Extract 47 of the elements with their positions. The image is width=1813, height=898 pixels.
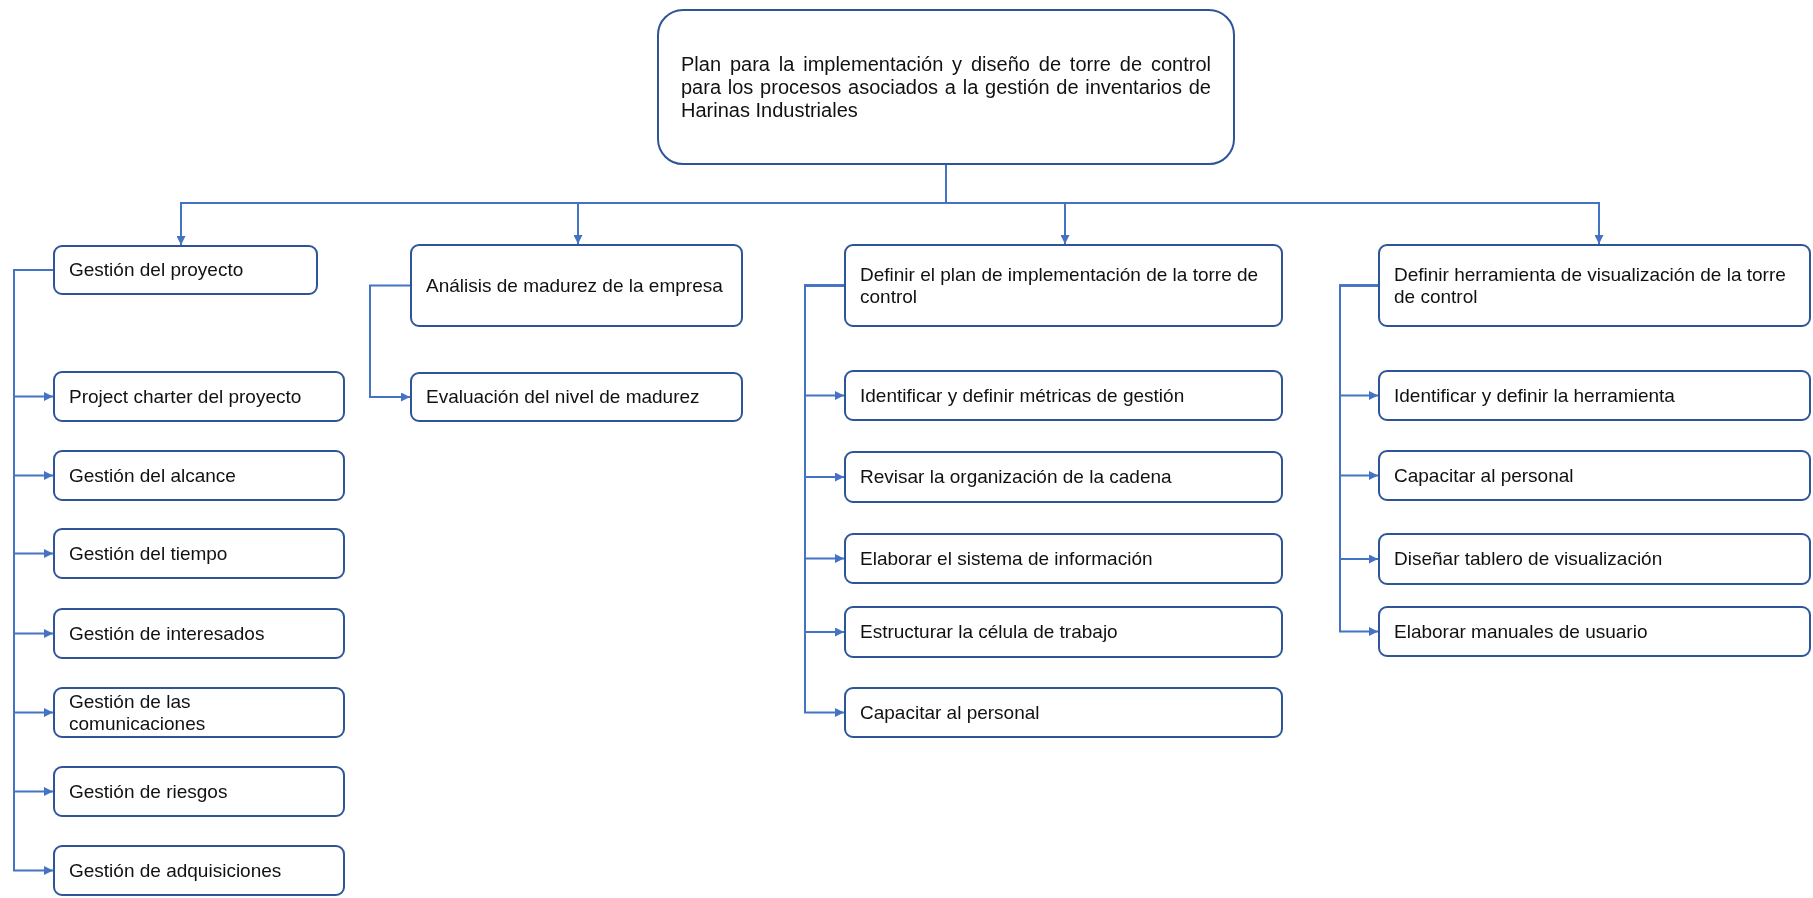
phase-box — [410, 244, 743, 327]
task-box — [1378, 370, 1811, 421]
task-box — [53, 528, 345, 579]
main-task-box — [657, 9, 1235, 165]
node-label: Gestión de riesgos — [69, 780, 228, 803]
task-box — [1378, 606, 1811, 657]
connector-arrow — [804, 284, 845, 717]
task-box — [844, 451, 1283, 503]
node-label: Plan para la implementación y diseño de torre de control para los procesos asociados a la gestión de inventarios de Harinas Industriales — [681, 52, 1211, 122]
connector-arrow — [369, 284, 411, 402]
node-label: Diseñar tablero de visualización — [1394, 548, 1663, 570]
task-box — [53, 450, 345, 501]
node-label: Revisar la organización de la cadena — [860, 466, 1172, 488]
node-label: Project charter del proyecto — [69, 385, 302, 408]
node-label: Estructurar la célula de trabajo — [860, 621, 1118, 643]
task-box — [844, 687, 1283, 738]
task-box — [844, 606, 1283, 658]
node-label: Gestión del alcance — [69, 464, 236, 487]
node-label: Análisis de madurez de la empresa — [426, 274, 723, 297]
node-label: Gestión de adquisiciones — [69, 859, 282, 882]
node-label: Capacitar al personal — [860, 701, 1040, 724]
node-label: Gestión del tiempo — [69, 542, 228, 565]
node-label: Evaluación del nivel de madurez — [426, 386, 700, 408]
node-label: Definir herramienta de visualización de la torre de control — [1394, 263, 1787, 308]
node-label: Gestión de las comunicaciones — [69, 690, 207, 735]
task-box — [410, 372, 743, 422]
task-box — [844, 370, 1283, 421]
node-label: Gestión de interesados — [69, 622, 265, 645]
node-label: Elaborar el sistema de información — [860, 547, 1153, 570]
task-box — [1378, 533, 1811, 585]
node-label: Definir el plan de implementación de la torre de control — [860, 263, 1260, 308]
task-box — [1378, 450, 1811, 501]
task-box — [53, 845, 345, 896]
task-box — [53, 371, 345, 422]
phase-box — [53, 245, 318, 295]
phase-box — [844, 244, 1283, 327]
task-box — [53, 687, 345, 738]
task-box — [53, 766, 345, 817]
task-box — [844, 533, 1283, 584]
node-label: Identificar y definir métricas de gestión — [860, 384, 1185, 407]
node-label: Gestión del proyecto — [69, 259, 244, 281]
task-box — [53, 608, 345, 659]
connector-arrow — [1339, 284, 1379, 636]
phase-box — [1378, 244, 1811, 327]
node-label: Capacitar al personal — [1394, 464, 1574, 487]
node-label: Identificar y definir la herramienta — [1394, 384, 1675, 407]
node-label: Elaborar manuales de usuario — [1394, 620, 1648, 643]
